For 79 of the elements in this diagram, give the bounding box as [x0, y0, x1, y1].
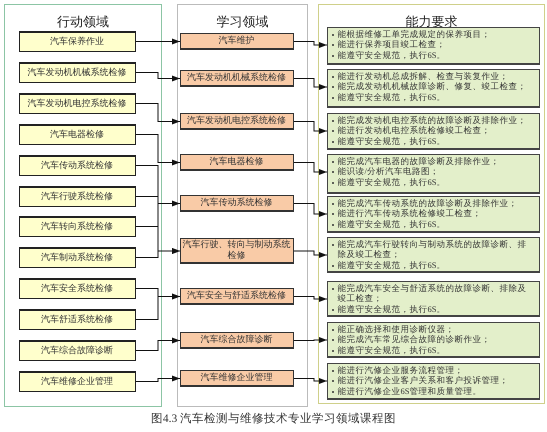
requirement-text: 能根据维修工单完成规定的保养项目；: [338, 28, 490, 40]
course-box: 汽车传动系统检修: [180, 194, 294, 212]
action-box: 汽车行驶系统检修: [18, 186, 136, 206]
column-heading: 行动领域: [56, 13, 110, 31]
column-panel: [177, 4, 308, 407]
connector-arrow: [136, 103, 180, 124]
connector-arrow: [294, 78, 328, 90]
connector-arrow: [136, 72, 180, 82]
requirement-text: 能遵守安全规范，执行6S。: [338, 219, 446, 230]
action-box: 汽车综合故障诊断: [18, 340, 136, 360]
requirement-box: [326, 154, 540, 194]
action-box: 汽车舒适系统检修: [18, 308, 136, 330]
column-heading: 学习领域: [216, 13, 270, 31]
connector-arrow: [294, 378, 328, 384]
action-box: 汽车安全系统检修: [18, 278, 136, 298]
course-box: 汽车行驶、转向与制动系统检修: [180, 238, 294, 264]
requirement-text: 能遵守安全规范，执行6S。: [338, 92, 446, 103]
column-panel: [318, 4, 545, 404]
course-box: 汽车发动机机械系统检修: [180, 70, 294, 86]
requirement-text: 能正确选择和使用诊断仪器；: [338, 324, 454, 334]
connector-arrow: [294, 41, 328, 48]
connector-arrow: [294, 296, 328, 302]
action-box: 汽车转向系统检修: [18, 216, 136, 236]
requirement-box: [326, 362, 540, 400]
requirement-text: 能进行保养项目竣工检查；: [338, 39, 446, 50]
course-box: 汽车安全与舒适系统检修: [180, 288, 294, 304]
column-panel: [4, 4, 162, 407]
requirement-text: 能进行汽修企业6S管理和质量管理。: [338, 386, 482, 397]
connector-arrow: [294, 250, 328, 258]
connector-arrow: [136, 248, 180, 258]
requirement-text: 能识读/分析汽车电路图；: [338, 166, 439, 178]
requirement-text: 能遵守安全规范，执行6S。: [338, 136, 446, 147]
action-box: 汽车发动机机械系统检修: [18, 62, 136, 82]
requirement-text: 能遵守安全规范，执行6S。: [338, 345, 446, 356]
requirement-box: [326, 112, 540, 150]
requirement-text: 能完成汽车行驶转向与制动系统的故障诊断、排除及竣工检查；: [338, 238, 528, 260]
connector-arrow: [136, 294, 180, 320]
requirement-text: 能进行发动机电控系统检修竣工检查；: [338, 125, 490, 136]
course-box: 汽车维护: [180, 32, 294, 50]
requirement-text: 能进行汽修企业客户关系和客户投诉管理；: [338, 375, 508, 386]
connector-arrow: [294, 337, 328, 343]
action-box: 汽车发动机电控系统检修: [18, 92, 136, 114]
connector-arrow: [294, 121, 328, 134]
connector-arrow: [136, 38, 180, 44]
action-box: 汽车电器检修: [18, 124, 136, 144]
requirement-text: 能完成汽车常见综合故障的诊断作业；: [338, 334, 490, 346]
requirement-box: [326, 280, 540, 316]
course-box: 汽车维修企业管理: [180, 370, 294, 386]
action-box: 汽车保养作业: [18, 30, 136, 52]
requirement-text: 能完成汽车安全与舒适系统的故障诊断、排除及竣工检查；: [338, 282, 528, 304]
action-box: 汽车传动系统检修: [18, 154, 136, 176]
requirement-text: 能遵守安全规范，执行6S。: [338, 177, 446, 188]
course-box: 汽车发动机电控系统检修: [180, 112, 294, 130]
requirement-text: 能进行汽车传动系统检修竣工检查；: [338, 208, 482, 220]
requirement-text: 能完成发动机电控系统的故障诊断及排除作业；: [338, 114, 526, 126]
connector-arrow: [136, 376, 180, 382]
figure-caption: 图4.3 汽车检测与维修技术专业学习领域课程图: [150, 412, 398, 426]
requirement-box: [326, 196, 540, 232]
requirement-box: [326, 68, 540, 108]
requirement-text: 能遵守安全规范，执行6S。: [338, 304, 446, 315]
connector-arrow: [294, 162, 328, 175]
requirement-box: [326, 322, 540, 358]
requirement-text: 能完成汽车传动系统的故障诊断及排除作业；: [338, 198, 518, 208]
requirement-text: 能进行汽修企业服务流程管理；: [338, 364, 464, 376]
action-box: 汽车维修企业管理: [18, 370, 136, 392]
requirement-text: 能遵守安全规范，执行6S。: [338, 50, 446, 61]
connector-arrow: [294, 203, 328, 217]
course-box: 汽车电器检修: [180, 154, 294, 170]
connector-arrow: [136, 165, 180, 206]
requirement-text: 能完成汽车电器的故障诊断及排除作业；: [338, 156, 500, 166]
requirement-box: [326, 236, 540, 272]
action-box: 汽车制动系统检修: [18, 246, 136, 268]
requirement-text: 能进行发动机总成拆解、检查与装复作业；: [338, 70, 508, 82]
requirement-box: [326, 26, 540, 64]
requirement-text: 能完成发动机机械故障诊断、修复、竣工检查；: [338, 81, 526, 92]
course-box: 汽车综合故障诊断: [180, 332, 294, 348]
connector-arrow: [136, 338, 180, 351]
requirement-text: 能遵守安全规范，执行6S。: [338, 260, 446, 271]
connector-arrow: [136, 134, 180, 166]
